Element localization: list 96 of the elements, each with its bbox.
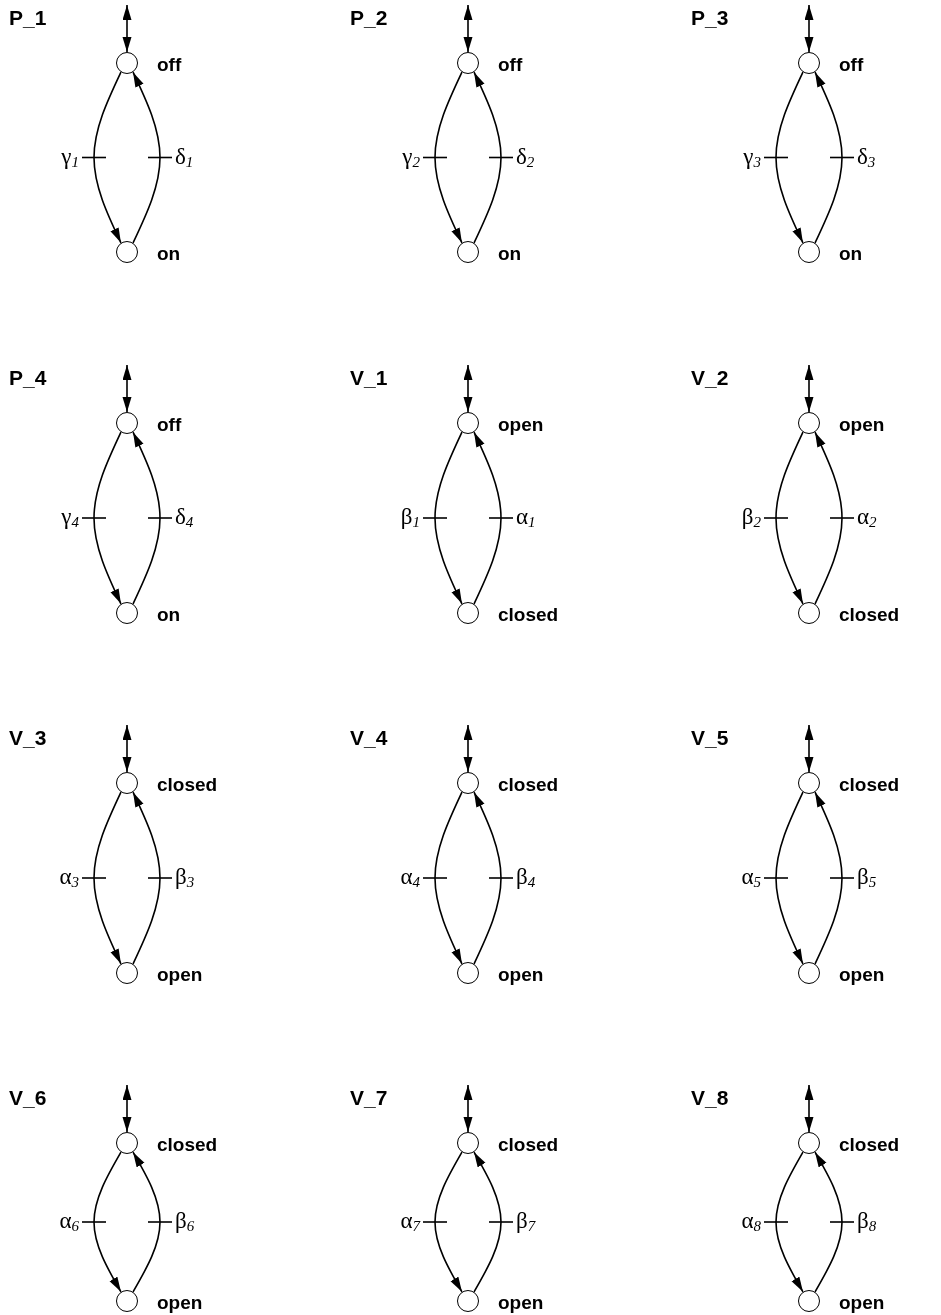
state-circle <box>116 52 138 74</box>
double-headed-arrow <box>804 1084 814 1133</box>
double-headed-arrow <box>463 724 473 773</box>
state-label: on <box>157 243 181 265</box>
state-circle <box>798 772 820 794</box>
state-label: open <box>839 414 885 436</box>
state-circle <box>798 241 820 263</box>
double-headed-arrow <box>122 4 132 53</box>
state-circle <box>798 962 820 984</box>
state-label: off <box>157 414 182 436</box>
double-headed-arrow <box>463 4 473 53</box>
state-circle <box>116 772 138 794</box>
transition-arrow <box>473 791 502 965</box>
state-circle <box>457 241 479 263</box>
transition-arrow <box>814 791 843 965</box>
panel-title: P_4 <box>9 366 47 390</box>
double-headed-arrow <box>122 724 132 773</box>
panel-title: V_6 <box>9 1086 47 1110</box>
transition-arrow <box>473 431 502 605</box>
double-headed-arrow <box>804 724 814 773</box>
double-headed-arrow <box>463 364 473 413</box>
state-circle <box>116 1290 138 1312</box>
panel-title: V_7 <box>350 1086 388 1110</box>
state-label: on <box>498 243 522 265</box>
state-circle <box>116 241 138 263</box>
state-label: on <box>157 604 181 626</box>
transition-arrow <box>132 1151 161 1293</box>
transition-arrow <box>775 1151 804 1293</box>
transition-arrow <box>775 431 804 605</box>
state-circle <box>116 962 138 984</box>
panel-title: V_1 <box>350 366 388 390</box>
transition-arrow <box>814 71 843 244</box>
double-headed-arrow <box>804 364 814 413</box>
panel-title: P_2 <box>350 6 388 30</box>
transition-arrow <box>434 1151 463 1293</box>
state-label: off <box>498 54 523 76</box>
state-label: closed <box>157 1134 218 1156</box>
state-label: open <box>498 1292 544 1314</box>
state-label: closed <box>498 774 559 796</box>
transition-arrow <box>93 71 122 244</box>
transition-arrow <box>775 71 804 244</box>
state-circle <box>116 412 138 434</box>
panel-title: V_4 <box>350 726 388 750</box>
state-circle <box>798 1290 820 1312</box>
panel-title: P_3 <box>691 6 729 30</box>
state-label: closed <box>839 1134 900 1156</box>
state-circle <box>116 1132 138 1154</box>
panel-title: P_1 <box>9 6 47 30</box>
state-circle <box>457 772 479 794</box>
state-label: open <box>839 964 885 986</box>
state-circle <box>798 602 820 624</box>
state-label: open <box>157 1292 203 1314</box>
state-label: on <box>839 243 863 265</box>
transition-arrow <box>132 431 161 605</box>
state-circle <box>457 1132 479 1154</box>
panel-title: V_2 <box>691 366 729 390</box>
transition-arrow <box>434 431 463 605</box>
transition-arrow <box>132 791 161 965</box>
state-circle <box>457 602 479 624</box>
transition-arrow <box>93 431 122 605</box>
double-headed-arrow <box>122 364 132 413</box>
state-label: off <box>157 54 182 76</box>
double-headed-arrow <box>804 4 814 53</box>
transition-arrow <box>434 71 463 244</box>
state-label: closed <box>498 604 559 626</box>
double-headed-arrow <box>122 1084 132 1133</box>
transition-arrow <box>132 71 161 244</box>
state-label: closed <box>498 1134 559 1156</box>
state-label: off <box>839 54 864 76</box>
transition-arrow <box>93 791 122 965</box>
panel-title: V_3 <box>9 726 47 750</box>
state-label: closed <box>839 774 900 796</box>
state-circle <box>457 412 479 434</box>
state-label: open <box>498 414 544 436</box>
state-label: open <box>157 964 203 986</box>
transition-arrow <box>814 1151 843 1293</box>
transition-arrow <box>434 791 463 965</box>
state-label: closed <box>157 774 218 796</box>
state-label: open <box>839 1292 885 1314</box>
transition-arrow <box>775 791 804 965</box>
state-label: closed <box>839 604 900 626</box>
state-circle <box>457 962 479 984</box>
state-circle <box>798 52 820 74</box>
transition-arrow <box>93 1151 122 1293</box>
state-circle <box>457 52 479 74</box>
double-headed-arrow <box>463 1084 473 1133</box>
panel-title: V_5 <box>691 726 729 750</box>
state-circle <box>457 1290 479 1312</box>
state-circle <box>798 412 820 434</box>
state-circle <box>116 602 138 624</box>
panel-title: V_8 <box>691 1086 729 1110</box>
transition-arrow <box>473 1151 502 1293</box>
state-label: open <box>498 964 544 986</box>
transition-arrow <box>814 431 843 605</box>
state-circle <box>798 1132 820 1154</box>
transition-arrow <box>473 71 502 244</box>
